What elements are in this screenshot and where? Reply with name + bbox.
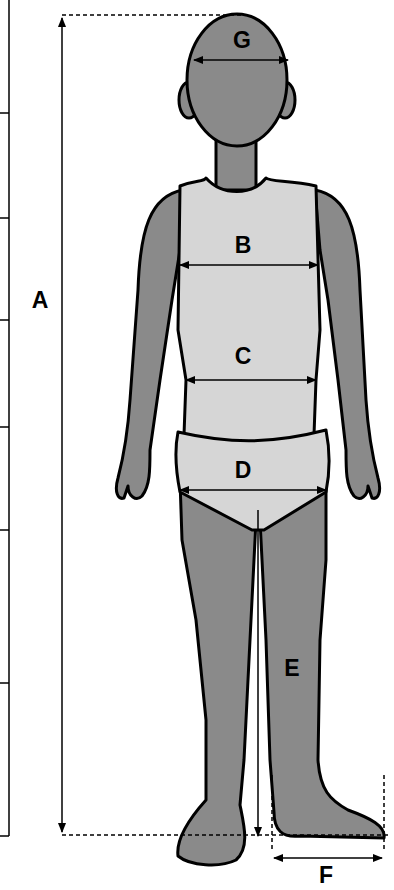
measure-letter: B (235, 234, 252, 257)
table-edge (0, 0, 9, 836)
measure-letter: A (32, 289, 49, 312)
measure-lines (62, 15, 390, 858)
measure-letter: F (319, 864, 333, 887)
measure-letter: G (233, 29, 251, 52)
body (116, 14, 384, 865)
clothing (176, 178, 329, 530)
measure-letter: C (235, 345, 252, 368)
measure-letter: D (235, 459, 252, 482)
measure-letter: E (284, 657, 299, 680)
label-patches (228, 232, 258, 483)
